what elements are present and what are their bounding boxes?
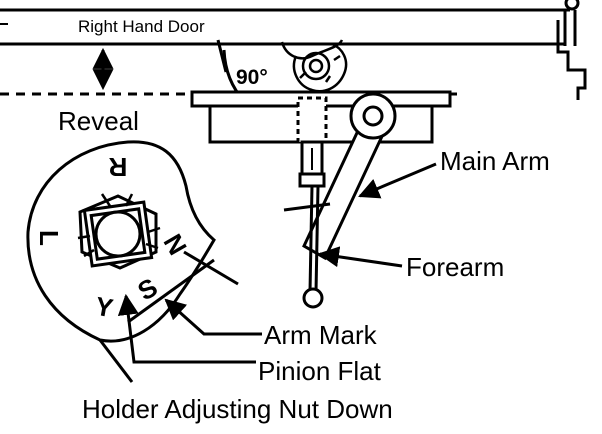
main-arm-leader bbox=[358, 162, 437, 199]
caption: Holder Adjusting Nut Down bbox=[82, 394, 393, 424]
door-edge-line bbox=[216, 39, 228, 73]
arm-mark-label: Arm Mark bbox=[264, 320, 378, 350]
hinge-pivot bbox=[280, 39, 348, 93]
main-arm bbox=[302, 92, 397, 261]
closer-spindle bbox=[296, 96, 328, 188]
arm-mark-leader bbox=[164, 298, 262, 336]
dial-indicator-lines bbox=[98, 250, 239, 383]
main-arm-label: Main Arm bbox=[440, 146, 550, 176]
forearm-label: Forearm bbox=[406, 252, 504, 282]
door-frame bbox=[556, 0, 587, 100]
pinion-flat-leader bbox=[117, 293, 256, 364]
dial-letter-l: L bbox=[34, 230, 64, 246]
angle-label: 90° bbox=[236, 66, 268, 89]
pinion-nut bbox=[77, 193, 161, 270]
pinion-flat-label: Pinion Flat bbox=[258, 356, 382, 386]
dial-letter-r: R bbox=[108, 152, 127, 182]
forearm bbox=[283, 185, 331, 309]
dial-letter-y: Y bbox=[93, 291, 115, 324]
forearm-leader bbox=[317, 246, 403, 268]
reveal-label: Reveal bbox=[58, 106, 139, 136]
door-label: Right Hand Door bbox=[78, 17, 205, 36]
